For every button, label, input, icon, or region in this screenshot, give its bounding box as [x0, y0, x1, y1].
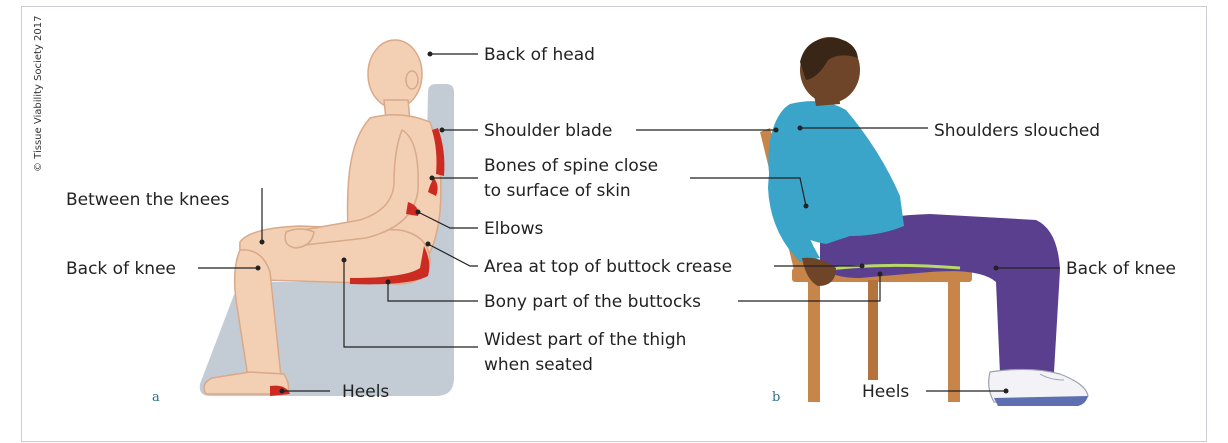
label-back-of-knee-a: Back of knee [66, 259, 176, 279]
label-shoulder-blade: Shoulder blade [484, 121, 612, 141]
label-thigh-line1: Widest part of the thigh [484, 330, 686, 350]
label-thigh-line2: when seated [484, 355, 593, 375]
label-between-knees: Between the knees [66, 190, 230, 210]
copyright-text: © Tissue Viability Society 2017 [33, 16, 44, 172]
shoe [989, 369, 1088, 406]
label-buttock-crease: Area at top of buttock crease [484, 257, 732, 277]
panel-a: Back of head Shoulder blade Bones of spi… [66, 40, 732, 405]
trousers [820, 214, 1060, 374]
label-shoulders-slouched: Shoulders slouched [934, 121, 1100, 141]
panel-letter-b: b [772, 390, 780, 405]
label-heels-b: Heels [862, 382, 909, 402]
label-heels-a: Heels [342, 382, 389, 402]
label-elbows: Elbows [484, 219, 544, 239]
label-back-of-knee-b: Back of knee [1066, 259, 1176, 279]
panel-letter-a: a [152, 390, 160, 405]
label-spine-line2: to surface of skin [484, 181, 631, 201]
panel-b: Shoulders slouched Back of knee Heels b [636, 37, 1176, 406]
label-bony-buttocks: Bony part of the buttocks [484, 292, 701, 312]
label-back-of-head: Back of head [484, 45, 595, 65]
label-spine-line1: Bones of spine close [484, 156, 658, 176]
